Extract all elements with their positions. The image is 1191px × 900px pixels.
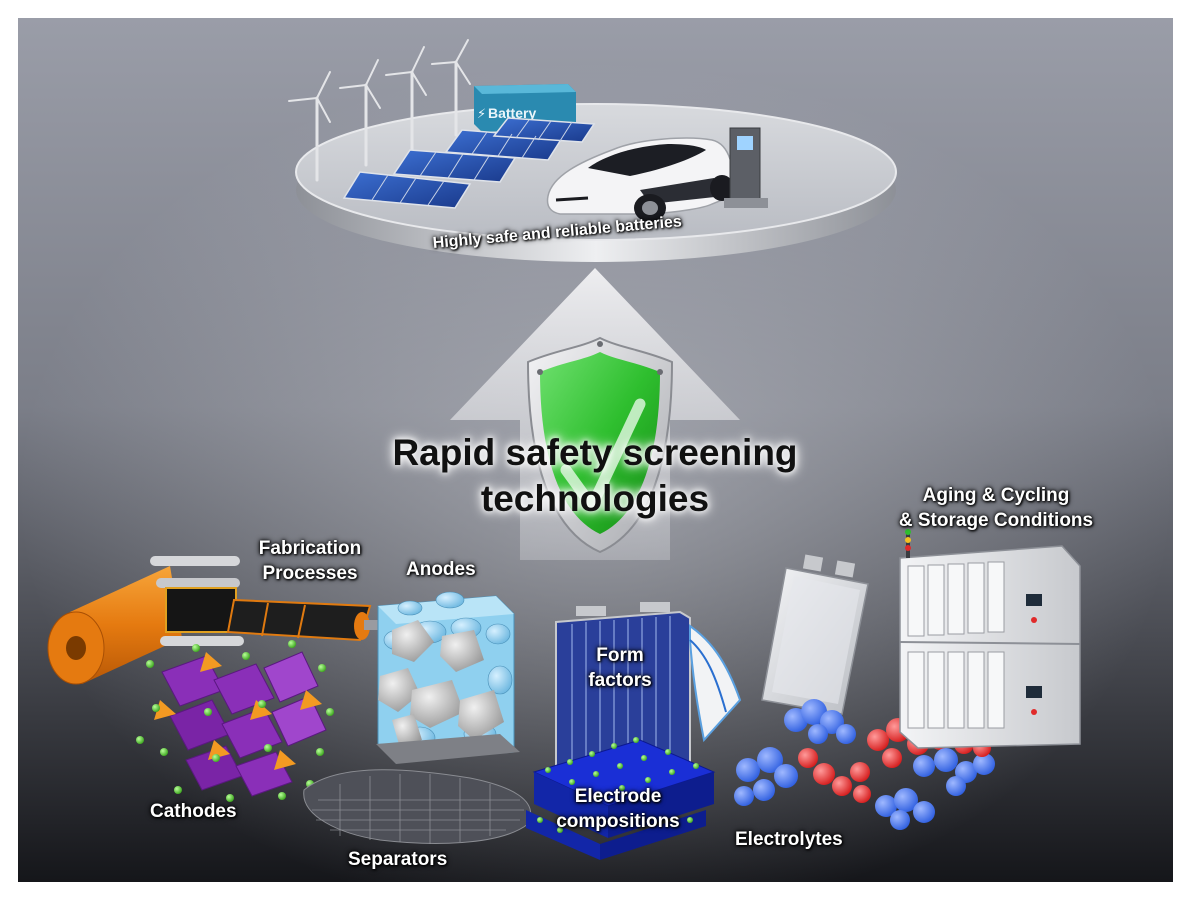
- cathode-crystal: [136, 640, 334, 802]
- solar-panel: [492, 117, 596, 143]
- molecule-blue: [913, 748, 995, 796]
- anode-block: [376, 591, 520, 764]
- shield-icon: [526, 336, 674, 554]
- battery-container: Battery ⚡: [474, 84, 576, 132]
- label-aging-line1: Aging & Cycling: [922, 485, 1070, 506]
- label-electrode-line2: compositions: [556, 810, 680, 832]
- fabrication-roll: [47, 556, 384, 685]
- wind-turbine: [339, 59, 381, 167]
- wind-turbines: [288, 39, 471, 182]
- electrolyte-molecules: [734, 699, 995, 830]
- center-title: Rapid safety screening technologies: [320, 430, 870, 522]
- pouch-cell: [761, 554, 869, 715]
- label-fabrication-line2: Processes: [262, 562, 358, 584]
- cabinet-display-bottom: [1026, 686, 1042, 698]
- solar-panels: [342, 117, 596, 209]
- wind-turbine: [385, 46, 427, 152]
- molecule-blue: [734, 747, 798, 806]
- checkmark-icon: [560, 398, 646, 512]
- label-form-factors-line1: Form: [596, 645, 644, 666]
- label-electrode-line1: Electrode: [574, 786, 662, 807]
- label-aging-cycling-storage: Aging & Cycling & Storage Conditions: [876, 484, 1116, 533]
- label-form-factors: Form factors: [572, 644, 668, 693]
- center-title-line1: Rapid safety screening: [392, 432, 798, 473]
- label-fabrication-processes: Fabrication Processes: [240, 537, 380, 586]
- label-electrolytes: Electrolytes: [735, 829, 843, 850]
- separator-mesh: [303, 769, 532, 844]
- charging-station: [724, 127, 768, 208]
- electrode-lattice: [526, 737, 716, 860]
- molecule-red: [798, 748, 871, 803]
- center-title-line2: technologies: [480, 478, 710, 519]
- electric-car: [546, 137, 734, 222]
- wind-turbine: [431, 39, 471, 137]
- molecule-blue: [875, 788, 935, 830]
- solar-panel: [342, 171, 472, 209]
- label-fabrication-line1: Fabrication: [258, 538, 362, 559]
- label-form-factors-line2: factors: [588, 669, 652, 691]
- lightning-icon: ⚡: [477, 107, 486, 122]
- label-electrode-compositions: Electrode compositions: [538, 785, 698, 834]
- battery-container-label: Battery: [488, 105, 536, 121]
- label-aging-line2: & Storage Conditions: [898, 509, 1094, 531]
- wind-turbine: [288, 71, 331, 182]
- label-separators: Separators: [348, 849, 448, 870]
- test-cabinet: [899, 529, 1081, 749]
- label-anodes: Anodes: [406, 559, 476, 580]
- molecule-blue: [784, 699, 856, 744]
- label-cathodes: Cathodes: [150, 801, 237, 822]
- cabinet-display-top: [1026, 594, 1042, 606]
